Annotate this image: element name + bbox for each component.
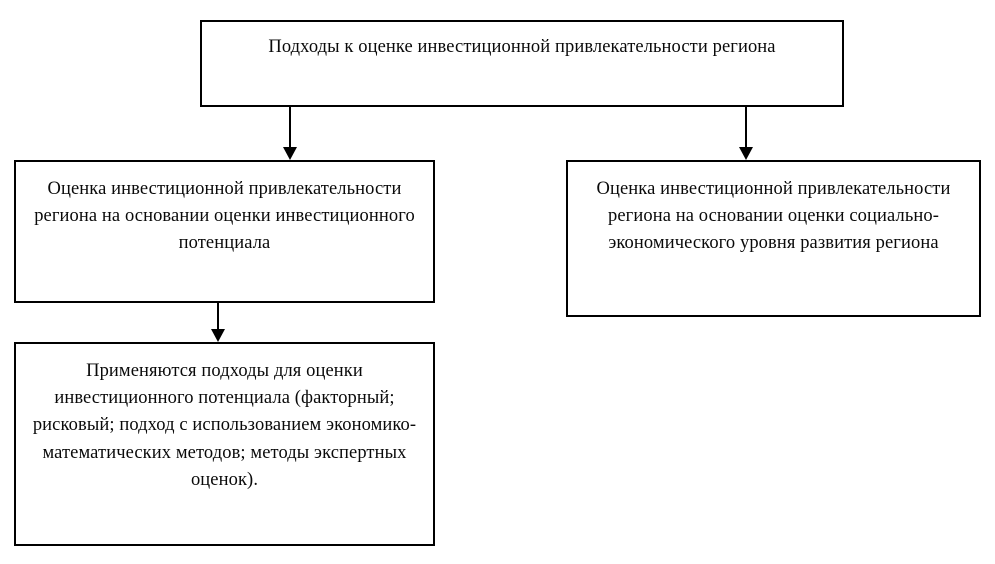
arrow-head <box>739 147 753 160</box>
arrow-down-icon-potential-to-methods <box>211 303 225 342</box>
node-approaches-root: Подходы к оценке инвестиционной привлека… <box>200 20 844 107</box>
node-socioeconomic-level-label: Оценка инвестиционной привлекательности … <box>596 179 951 254</box>
node-investment-potential: Оценка инвестиционной привлекательности … <box>14 160 435 303</box>
arrow-shaft <box>745 107 747 148</box>
node-applied-methods: Применяются подходы для оценки инвестици… <box>14 342 435 546</box>
node-socioeconomic-level: Оценка инвестиционной привлекательности … <box>566 160 981 317</box>
node-approaches-root-label: Подходы к оценке инвестиционной привлека… <box>268 37 776 57</box>
arrow-shaft <box>217 303 219 330</box>
arrow-shaft <box>289 107 291 148</box>
arrow-head <box>283 147 297 160</box>
arrow-head <box>211 329 225 342</box>
node-applied-methods-label: Применяются подходы для оценки инвестици… <box>32 361 417 490</box>
arrow-down-icon-root-to-socio <box>739 107 753 160</box>
arrow-down-icon-root-to-potential <box>283 107 297 160</box>
node-investment-potential-label: Оценка инвестиционной привлекательности … <box>34 179 415 254</box>
